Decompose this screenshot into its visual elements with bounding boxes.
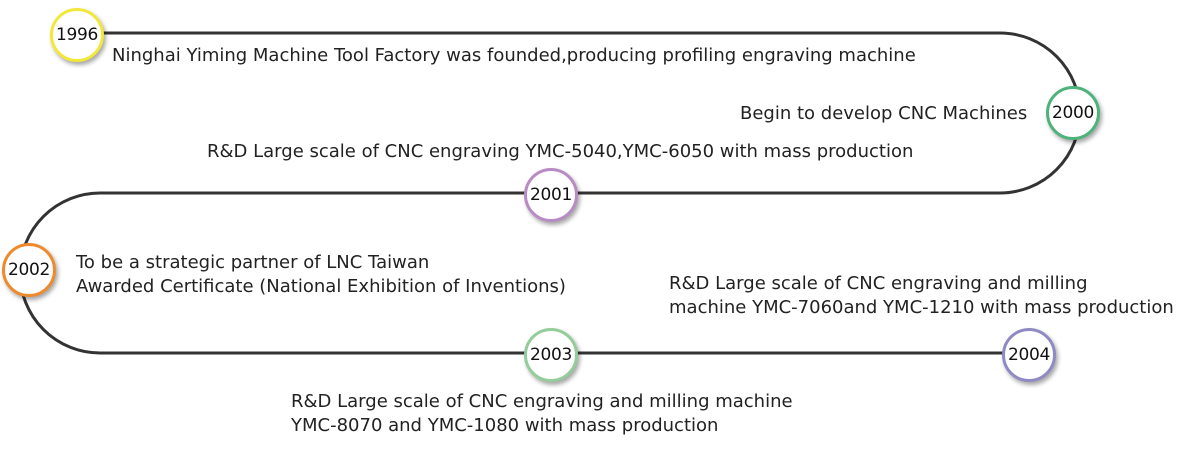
year-label: 1996 [55,25,99,45]
year-node-2001: 2001 [524,168,578,222]
event-2001-text: R&D Large scale of CNC engraving YMC-504… [207,140,913,164]
year-node-2002: 2002 [2,243,56,297]
year-node-1996: 1996 [50,8,104,62]
event-line: R&D Large scale of CNC engraving YMC-504… [207,141,914,162]
event-2000-text: Begin to develop CNC Machines [740,102,1027,126]
event-line: YMC-8070 and YMC-1080 with mass producti… [291,415,719,436]
event-line: machine YMC-7060and YMC-1210 with mass p… [669,297,1174,318]
year-node-2000: 2000 [1046,86,1100,140]
year-label: 2002 [7,260,51,280]
year-label: 2003 [529,345,573,365]
event-2004-text: R&D Large scale of CNC engraving and mil… [669,272,1174,320]
event-line: R&D Large scale of CNC engraving and mil… [291,391,793,412]
event-line: Begin to develop CNC Machines [740,103,1028,124]
year-label: 2000 [1051,103,1095,123]
event-line: R&D Large scale of CNC engraving and mil… [669,273,1088,294]
event-line: To be a strategic partner of LNC Taiwan [76,252,430,273]
event-1996-text: Ninghai Yiming Machine Tool Factory was … [112,44,916,68]
year-label: 2001 [529,185,573,205]
event-2002-text: To be a strategic partner of LNC Taiwan … [76,251,566,299]
event-2003-text: R&D Large scale of CNC engraving and mil… [291,390,793,438]
year-node-2004: 2004 [1002,328,1056,382]
year-node-2003: 2003 [524,328,578,382]
event-line: Ninghai Yiming Machine Tool Factory was … [112,45,916,66]
event-line: Awarded Certificate (National Exhibition… [76,276,566,297]
year-label: 2004 [1007,345,1051,365]
